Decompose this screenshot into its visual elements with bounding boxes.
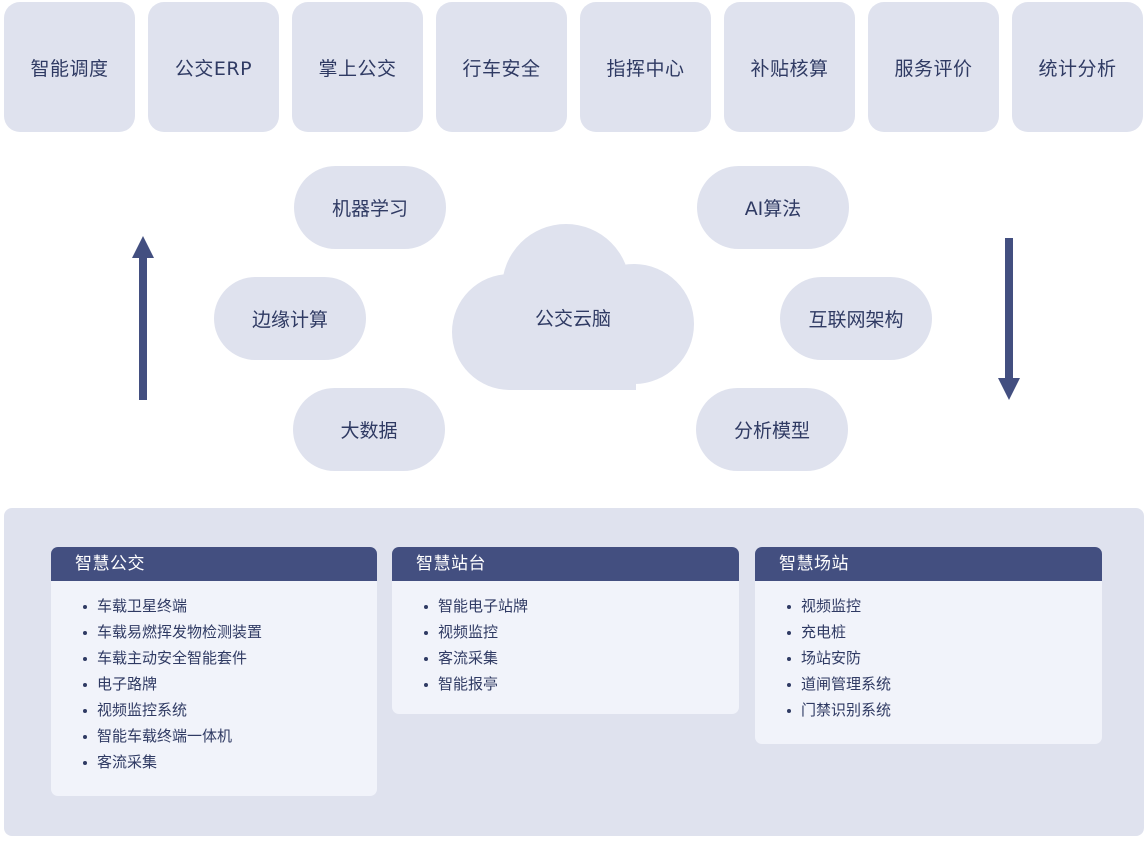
list-item: 车载卫星终端: [83, 593, 377, 619]
cloud-icon: [452, 224, 694, 390]
app-tile-command-center[interactable]: 指挥中心: [580, 2, 711, 132]
list-item: 场站安防: [787, 645, 1102, 671]
card-smart-depot: 智慧场站 视频监控 充电桩 场站安防 道闸管理系统 门禁识别系统: [755, 547, 1102, 744]
app-tile-mobile-bus[interactable]: 掌上公交: [292, 2, 423, 132]
card-title: 智慧公交: [51, 547, 377, 581]
card-title: 智慧场站: [755, 547, 1102, 581]
infrastructure-panel: 智慧公交 车载卫星终端 车载易燃挥发物检测装置 车载主动安全智能套件 电子路牌 …: [4, 508, 1144, 836]
app-tile-service-evaluation[interactable]: 服务评价: [868, 2, 999, 132]
list-item: 客流采集: [83, 749, 377, 775]
capability-internet-architecture: 互联网架构: [780, 277, 932, 360]
bus-cloud-brain: 公交云脑: [452, 224, 694, 392]
list-item: 智能电子站牌: [424, 593, 739, 619]
cloud-label: 公交云脑: [534, 308, 611, 330]
list-item: 客流采集: [424, 645, 739, 671]
arrow-down-icon: [998, 238, 1020, 400]
list-item: 视频监控: [424, 619, 739, 645]
list-item: 智能报亭: [424, 671, 739, 697]
capability-analysis-model: 分析模型: [696, 388, 848, 471]
list-item: 智能车载终端一体机: [83, 723, 377, 749]
app-tile-bus-erp[interactable]: 公交ERP: [148, 2, 279, 132]
card-item-list: 车载卫星终端 车载易燃挥发物检测装置 车载主动安全智能套件 电子路牌 视频监控系…: [51, 581, 377, 775]
list-item: 车载易燃挥发物检测装置: [83, 619, 377, 645]
list-item: 充电桩: [787, 619, 1102, 645]
capability-edge-computing: 边缘计算: [214, 277, 366, 360]
list-item: 电子路牌: [83, 671, 377, 697]
list-item: 车载主动安全智能套件: [83, 645, 377, 671]
list-item: 道闸管理系统: [787, 671, 1102, 697]
list-item: 视频监控: [787, 593, 1102, 619]
app-tile-statistics-analysis[interactable]: 统计分析: [1012, 2, 1143, 132]
application-row: 智能调度 公交ERP 掌上公交 行车安全 指挥中心 补贴核算 服务评价 统计分析: [4, 2, 1144, 132]
card-title: 智慧站台: [392, 547, 739, 581]
arrow-up-icon: [132, 236, 154, 400]
list-item: 视频监控系统: [83, 697, 377, 723]
card-smart-platform: 智慧站台 智能电子站牌 视频监控 客流采集 智能报亭: [392, 547, 739, 714]
capability-ai-algorithm: AI算法: [697, 166, 849, 249]
card-item-list: 视频监控 充电桩 场站安防 道闸管理系统 门禁识别系统: [755, 581, 1102, 723]
capability-big-data: 大数据: [293, 388, 445, 471]
card-smart-bus: 智慧公交 车载卫星终端 车载易燃挥发物检测装置 车载主动安全智能套件 电子路牌 …: [51, 547, 377, 796]
list-item: 门禁识别系统: [787, 697, 1102, 723]
app-tile-smart-dispatch[interactable]: 智能调度: [4, 2, 135, 132]
card-item-list: 智能电子站牌 视频监控 客流采集 智能报亭: [392, 581, 739, 697]
capability-machine-learning: 机器学习: [294, 166, 446, 249]
app-tile-driving-safety[interactable]: 行车安全: [436, 2, 567, 132]
app-tile-subsidy-accounting[interactable]: 补贴核算: [724, 2, 855, 132]
